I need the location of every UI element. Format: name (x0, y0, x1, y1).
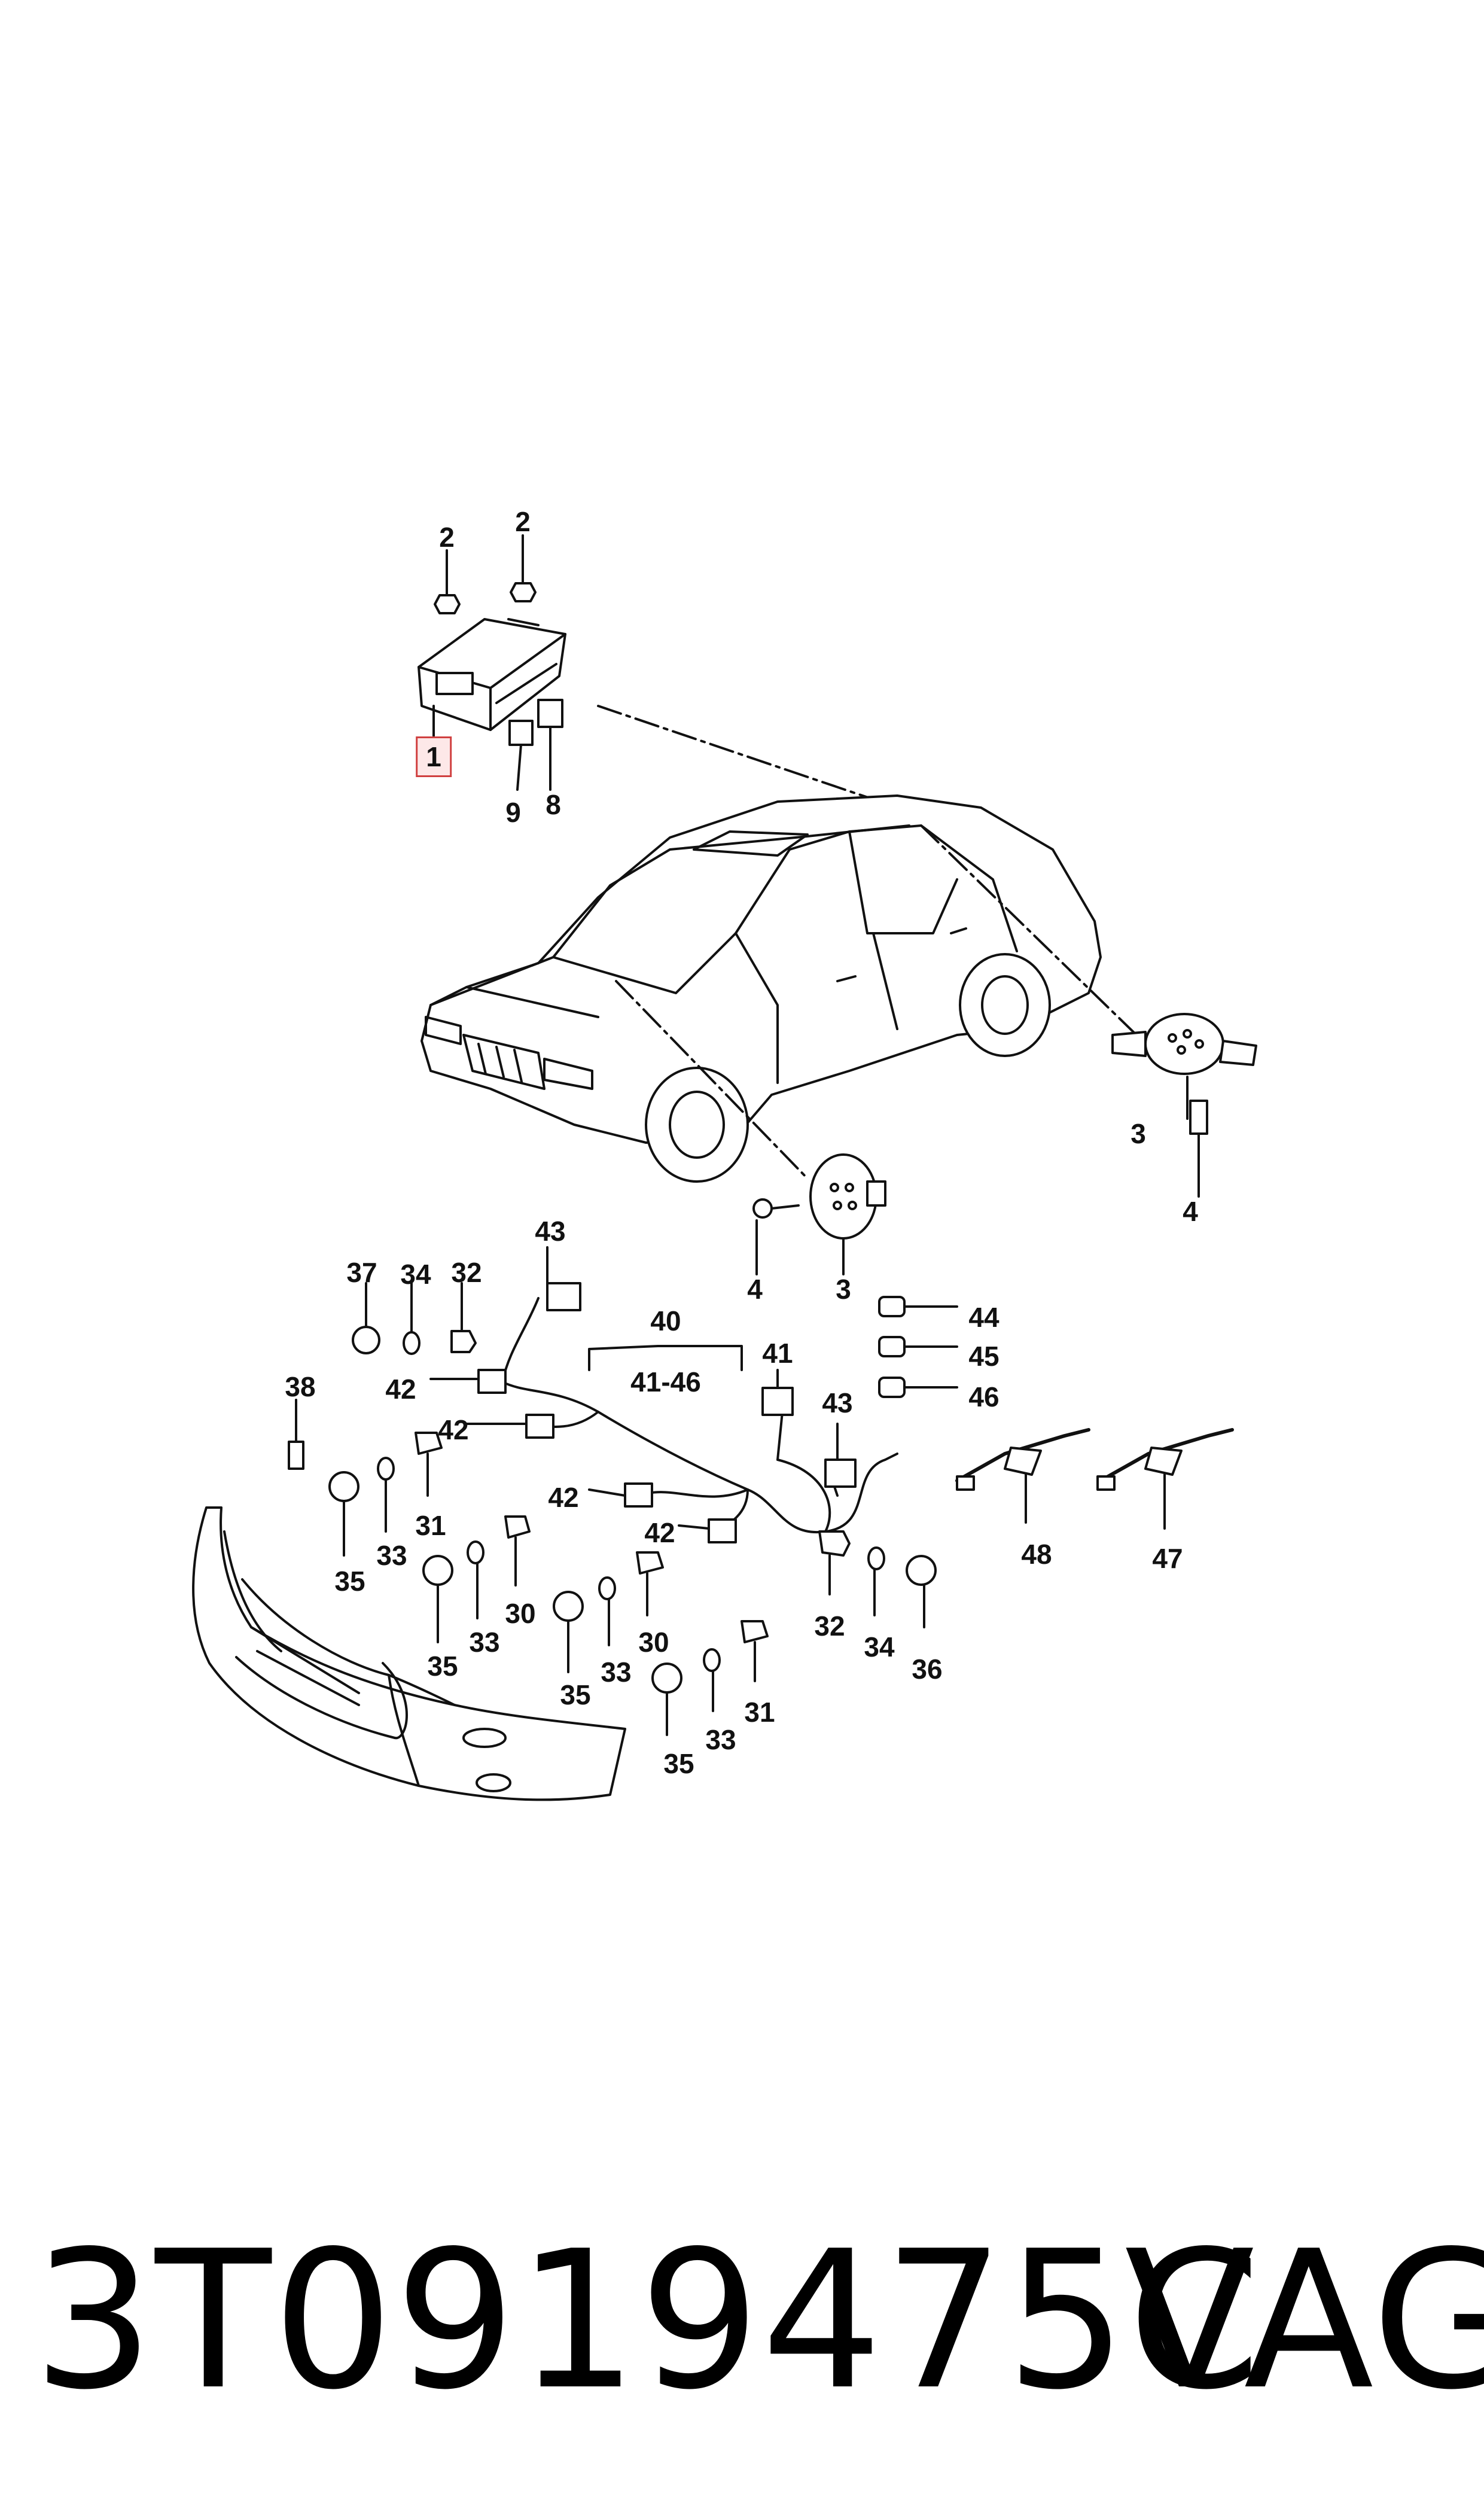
callout-2-left: 2 (439, 522, 455, 553)
callout-36: 36 (912, 1654, 943, 1685)
callout-32-left: 32 (451, 1257, 482, 1288)
callout-33-a: 33 (376, 1540, 407, 1571)
wiring-harness-illustration (429, 1246, 898, 1543)
callout-35-c: 35 (560, 1679, 591, 1710)
control-unit-illustration (418, 534, 934, 821)
callout-1-highlighted: 1 (416, 736, 452, 777)
callout-47: 47 (1152, 1543, 1183, 1574)
callout-34-right: 34 (864, 1631, 895, 1663)
callout-43-right: 43 (822, 1387, 853, 1418)
callout-3-rear: 3 (1130, 1118, 1146, 1149)
callout-41-46: 41-46 (630, 1366, 701, 1397)
callout-42-c: 42 (548, 1482, 579, 1513)
callout-30-left: 30 (505, 1598, 536, 1629)
callout-31-right: 31 (744, 1697, 775, 1728)
callout-43-top: 43 (535, 1216, 566, 1247)
callout-3-front: 3 (836, 1274, 851, 1305)
callout-37: 37 (346, 1257, 377, 1288)
callout-31-left: 31 (415, 1510, 446, 1541)
sensor-parts-illustration (288, 1282, 958, 1736)
callout-34-left: 34 (400, 1259, 431, 1290)
callout-38: 38 (285, 1371, 316, 1402)
callout-46: 46 (968, 1381, 1000, 1412)
callout-40: 40 (650, 1305, 681, 1336)
callout-42-d: 42 (644, 1517, 675, 1548)
callout-33-c: 33 (601, 1657, 632, 1688)
callout-4-front: 4 (747, 1274, 763, 1305)
callout-30-right: 30 (638, 1627, 669, 1658)
callout-9: 9 (505, 797, 521, 828)
bumper-illustration (192, 1506, 626, 1801)
callout-45: 45 (968, 1341, 1000, 1372)
callout-42-b: 42 (438, 1414, 469, 1445)
callout-35-a: 35 (334, 1566, 365, 1597)
callout-48: 48 (1021, 1539, 1052, 1570)
callout-44: 44 (968, 1302, 1000, 1333)
callout-8: 8 (546, 789, 561, 820)
callout-35-b: 35 (427, 1651, 458, 1682)
cable-tie-illustration (955, 1428, 1234, 1530)
callout-35-d: 35 (663, 1748, 694, 1779)
callout-33-d: 33 (705, 1724, 736, 1755)
car-illustration (420, 794, 1138, 1183)
callout-4-rear: 4 (1183, 1196, 1198, 1227)
callout-32-right: 32 (814, 1610, 845, 1642)
part-number-label: 3T0919475C (33, 2210, 1262, 2431)
callout-42-a: 42 (385, 1374, 416, 1405)
callout-2-right: 2 (515, 506, 531, 537)
callout-33-b: 33 (469, 1627, 500, 1658)
callout-41: 41 (762, 1338, 793, 1369)
speaker-illustration (752, 1013, 1257, 1275)
brand-label: VAG (1125, 2210, 1484, 2431)
